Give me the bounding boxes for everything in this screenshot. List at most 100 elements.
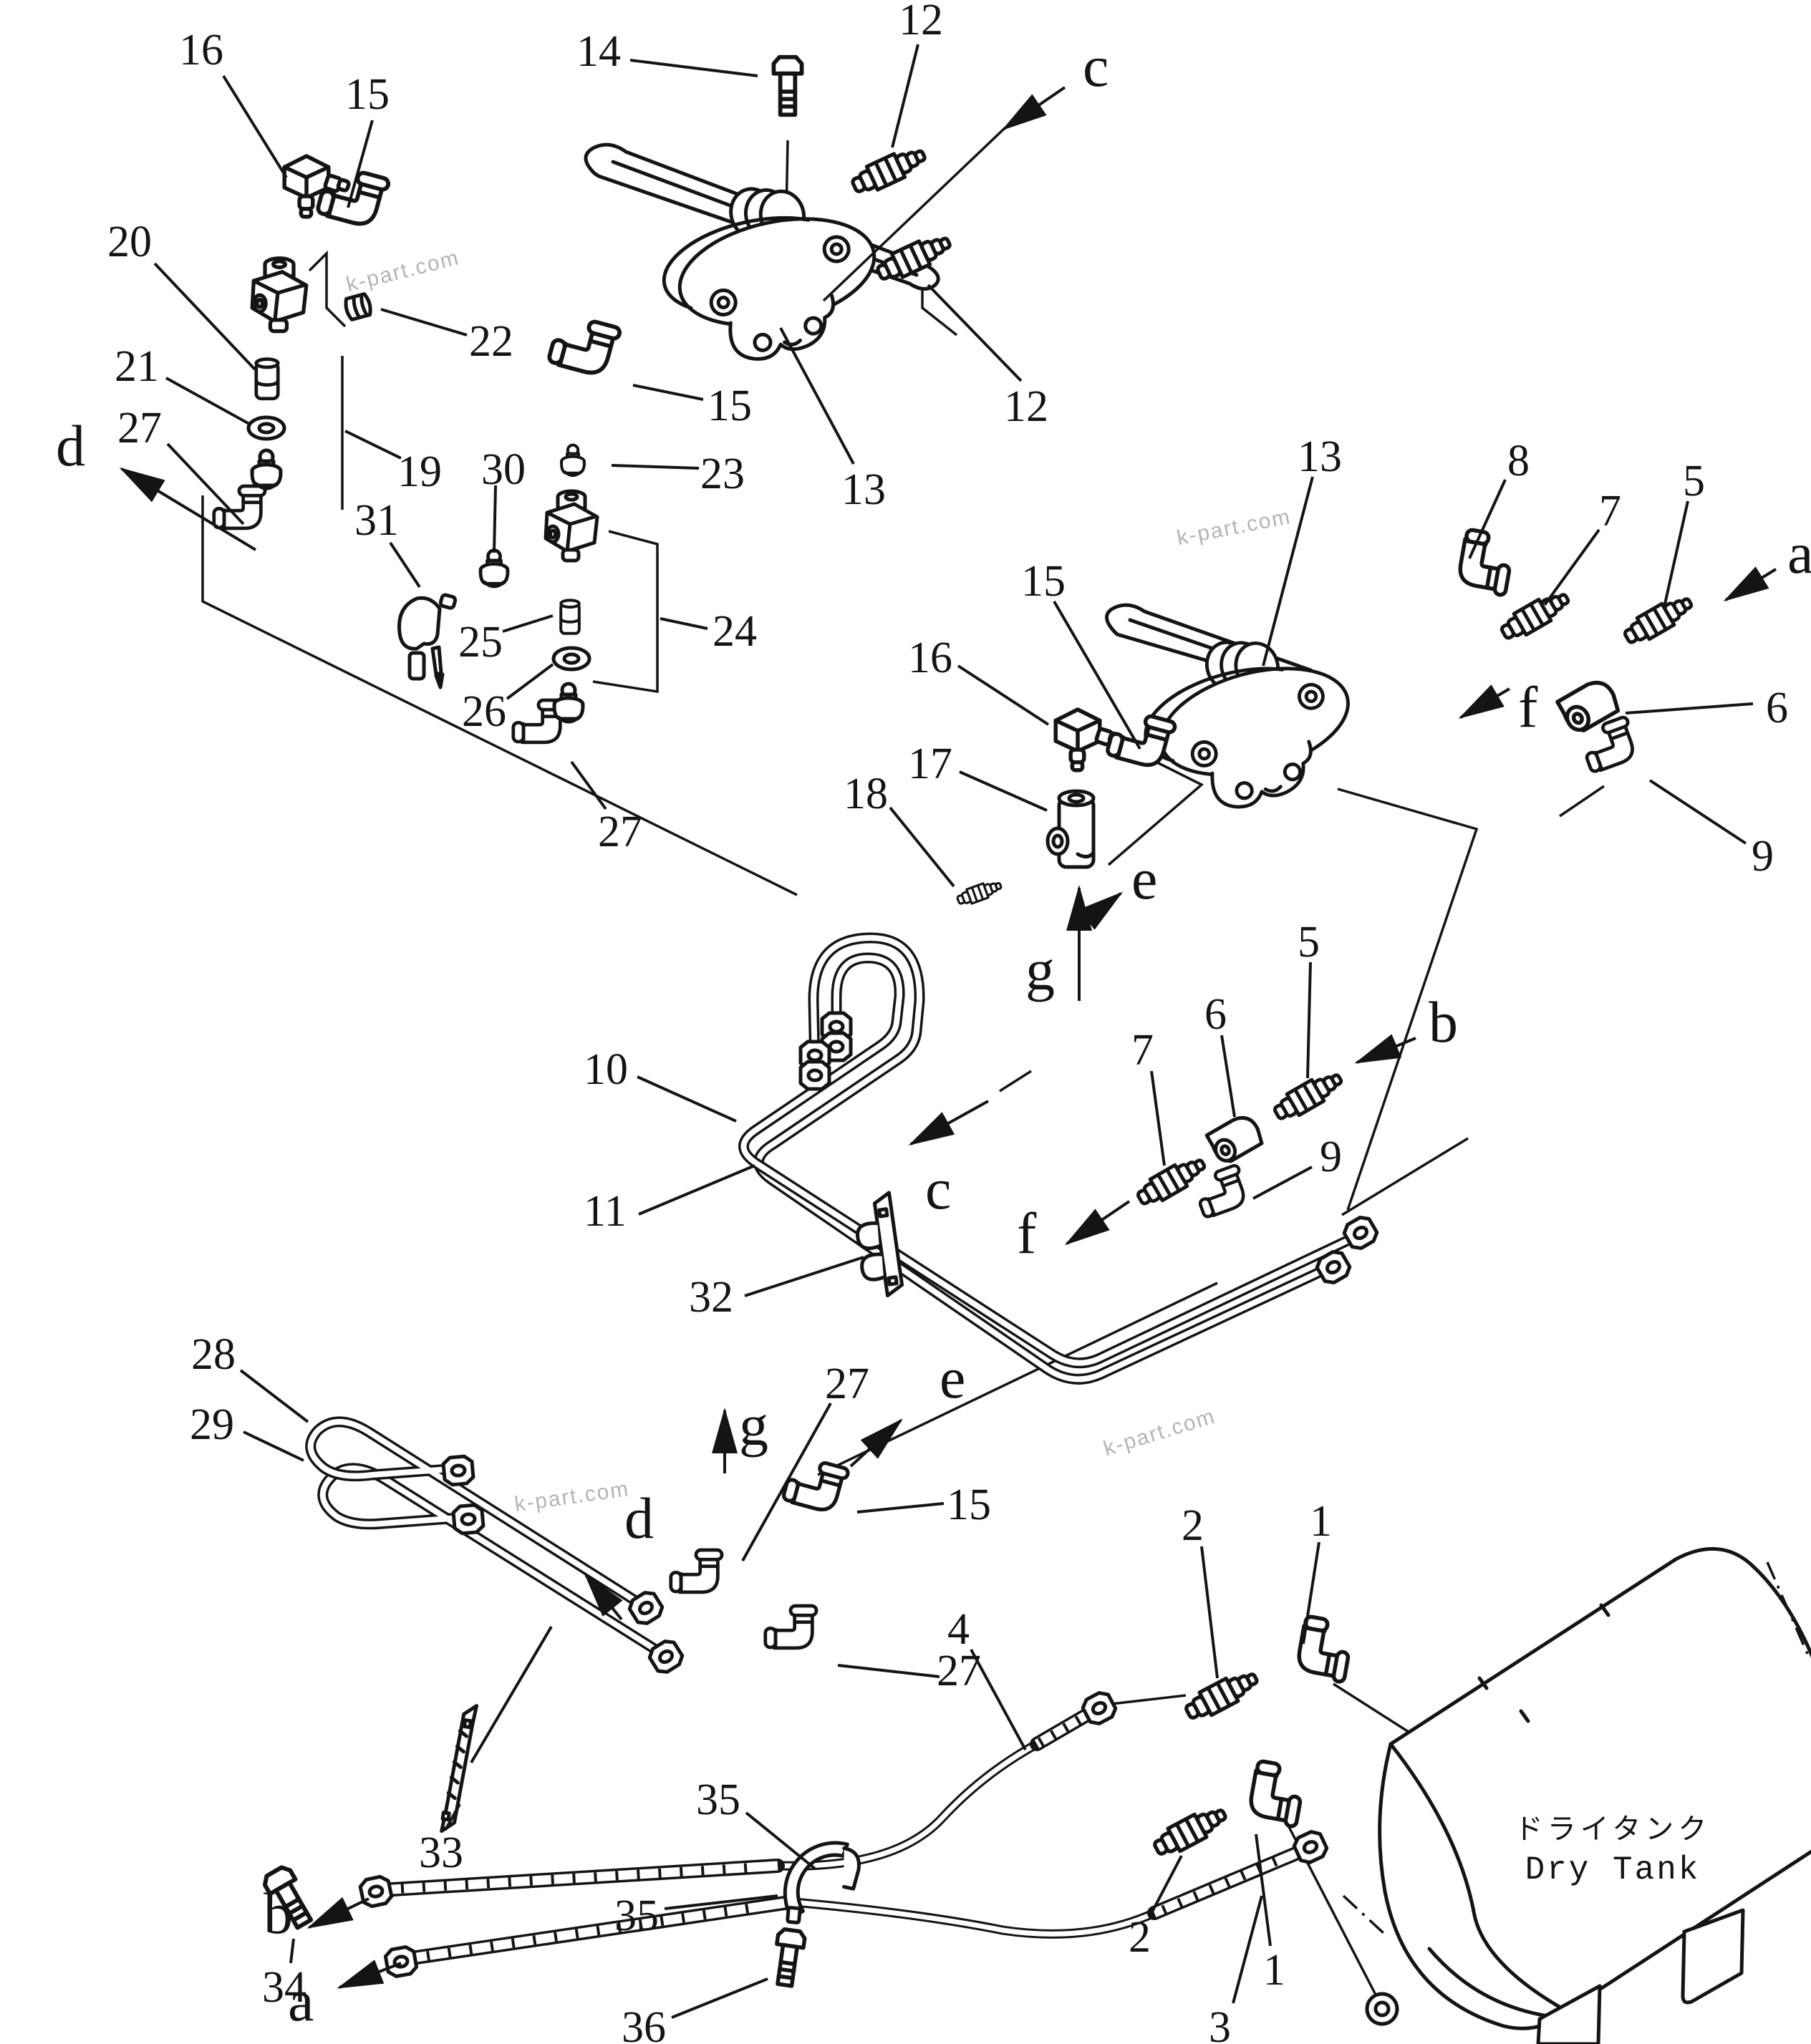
letter-arrow-e	[1073, 891, 1124, 931]
tank-foot-right	[1681, 1908, 1745, 2005]
letter-ref-line	[822, 127, 1005, 302]
part-label-9: 9	[1320, 1133, 1342, 1181]
leader-line	[1150, 1070, 1166, 1166]
leader-line	[957, 664, 1050, 726]
part-nipple	[1151, 1802, 1230, 1860]
leader-line	[344, 430, 402, 460]
leader-line	[1252, 1166, 1313, 1200]
tank-body	[1378, 1546, 1811, 2030]
part-label-2: 2	[1182, 1501, 1204, 1550]
connection-letter-c: c	[925, 1156, 951, 1221]
watermark: k-part.com	[513, 1477, 631, 1516]
tank-surface-marks	[1477, 1603, 1610, 1723]
connection-letter-d: d	[56, 413, 85, 478]
part-label-15: 15	[1021, 557, 1066, 606]
part-label-20: 20	[107, 218, 152, 266]
letter-arrow-c	[1001, 86, 1066, 131]
leader-line	[1663, 500, 1689, 608]
connection-letter-e: e	[1131, 846, 1157, 911]
leader-line	[629, 59, 758, 77]
leader-line	[744, 1256, 864, 1297]
leader-line	[611, 464, 700, 470]
part-label-21: 21	[115, 342, 159, 391]
connection-letter-e: e	[940, 1345, 965, 1410]
letter-arrow-d	[119, 467, 257, 551]
part-label-2: 2	[1129, 1913, 1151, 1962]
connection-letter-d: d	[624, 1486, 654, 1551]
static-artwork: ドライタンク Dry Tank	[305, 142, 1811, 2044]
part-label-28: 28	[191, 1330, 236, 1379]
connection-letter-g: g	[1025, 937, 1055, 1002]
connection-letter-b: b	[1429, 989, 1458, 1055]
part-cyl	[256, 359, 278, 399]
leader-line	[165, 377, 250, 425]
part-label-13: 13	[1298, 432, 1342, 481]
leader-line	[380, 308, 468, 336]
connection-letter-f: f	[1518, 674, 1538, 740]
part-label-4: 4	[947, 1605, 970, 1654]
leader-line	[927, 284, 1023, 382]
leader-line	[1262, 476, 1314, 667]
letter-arrow-b	[1354, 1034, 1416, 1064]
part-label-32: 32	[689, 1273, 733, 1322]
watermark: k-part.com	[344, 246, 462, 296]
tank-port-hole	[1373, 2000, 1391, 2018]
part-label-19: 19	[397, 447, 442, 496]
leader-line	[632, 384, 704, 401]
watermark: k-part.com	[1101, 1404, 1218, 1461]
leader-line	[243, 1430, 304, 1462]
part-label-16: 16	[908, 634, 952, 682]
part-cyl	[561, 600, 579, 633]
leader-line	[1625, 702, 1754, 715]
leader-line	[638, 1164, 755, 1216]
leader-line	[493, 485, 497, 553]
connection-letter-a: a	[288, 1968, 314, 2033]
hose-b	[374, 1859, 785, 1897]
part-tee19	[546, 491, 597, 561]
hose-runs	[374, 1707, 1305, 1966]
leader-line	[289, 1938, 295, 1964]
connection-letter-c: c	[1083, 34, 1109, 99]
part-label-33: 33	[419, 1829, 463, 1877]
letter-arrow-c	[908, 1100, 989, 1145]
part-label-6: 6	[1204, 990, 1227, 1039]
part-elbow	[1457, 529, 1515, 596]
part-nipple	[849, 142, 929, 198]
hose-3	[1147, 1846, 1305, 1920]
part-bolt	[771, 1929, 806, 1987]
part-elbow	[1192, 1164, 1251, 1219]
connection-letter-a: a	[1787, 520, 1811, 586]
pipe-assembly-28-29	[305, 1416, 670, 1661]
reference-line	[1341, 1137, 1469, 1216]
part-sensor31	[400, 594, 456, 687]
part-label-3: 3	[1209, 2003, 1231, 2044]
part-elbow	[1247, 1760, 1305, 1827]
leader-line	[660, 617, 708, 630]
leader-line	[1302, 1541, 1320, 1645]
leader-line	[166, 442, 245, 525]
part-nut	[453, 1504, 483, 1534]
tank-centerline-left	[1342, 1894, 1385, 1934]
leader-line	[856, 1502, 945, 1513]
part-elbow	[1295, 1616, 1353, 1682]
reference-lines	[201, 140, 1605, 1997]
part-nut	[385, 1946, 417, 1977]
connection-letter-f: f	[1017, 1201, 1037, 1266]
leader-line	[506, 663, 554, 700]
part-label-23: 23	[700, 450, 745, 498]
part-clamp32	[852, 1193, 903, 1299]
part-grease	[561, 445, 584, 475]
reference-line	[308, 250, 347, 328]
letter-arrow-a	[1723, 566, 1777, 602]
part-label-1: 1	[1310, 1497, 1332, 1546]
leader-line	[153, 262, 256, 371]
part-label-31: 31	[354, 496, 399, 545]
part-plug	[344, 294, 372, 321]
part-nipple	[1498, 587, 1573, 644]
part-label-11: 11	[584, 1187, 627, 1236]
letter-arrow-a	[337, 1960, 402, 1989]
part-label-30: 30	[481, 445, 526, 494]
part-label-10: 10	[584, 1045, 628, 1094]
